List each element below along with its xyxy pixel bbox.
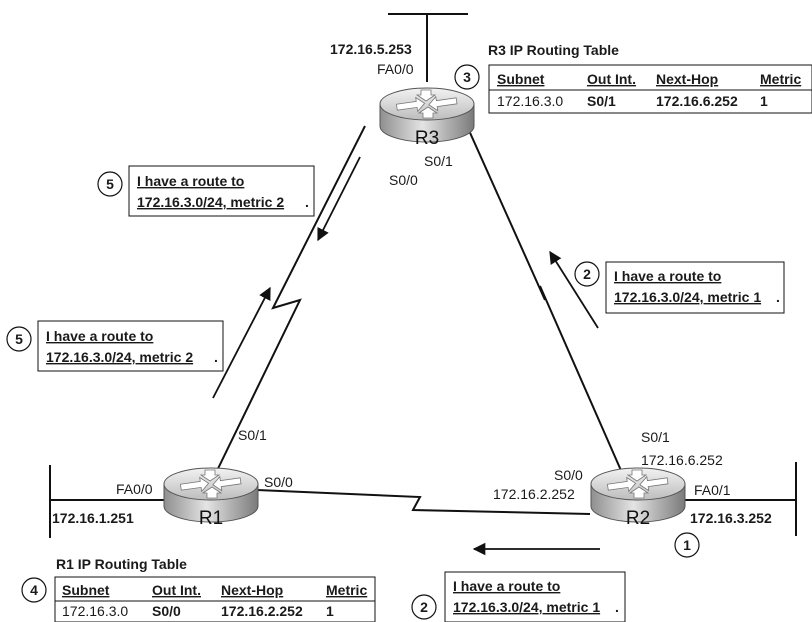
r3-serial-to-r2: S0/1	[424, 153, 453, 169]
router-r1-label: R1	[199, 508, 223, 529]
router-r1[interactable]: R1	[163, 467, 259, 529]
r3-col-next-hop: Next-Hop	[656, 71, 718, 87]
r3-cell-subnet: 172.16.3.0	[497, 93, 563, 109]
router-r2[interactable]: R2	[590, 467, 686, 529]
r3-lan-segment	[388, 13, 468, 82]
update-r2-to-r1-line1: I have a route to	[453, 578, 560, 594]
r1-col-next-hop: Next-Hop	[221, 582, 283, 598]
r1-table-title: R1 IP Routing Table	[56, 556, 187, 572]
update-r3-to-r1-line2: 172.16.3.0/24, metric 2	[137, 194, 284, 210]
serial-link-r3-r2	[466, 125, 624, 476]
r3-cell-out-int: S0/1	[587, 93, 616, 109]
update-r1-to-r3: 5 I have a route to 172.16.3.0/24, metri…	[6, 286, 271, 399]
r1-table-step-badge: 4	[21, 577, 47, 603]
r3-cell-next-hop: 172.16.6.252	[656, 93, 738, 109]
r3-col-out-int: Out Int.	[587, 71, 636, 87]
update-r2-to-r1: 2 I have a route to 172.16.3.0/24, metri…	[411, 542, 626, 622]
r2-lan-ip: 172.16.3.252	[690, 510, 772, 526]
svg-text:4: 4	[30, 582, 38, 598]
r1-lan-interface: FA0/0	[116, 481, 153, 497]
r3-col-subnet: Subnet	[497, 71, 545, 87]
r2-serial-to-r3: S0/1	[641, 429, 670, 445]
update-r3-to-r1-period: .	[305, 194, 309, 210]
svg-text:1: 1	[683, 537, 691, 553]
router-r3[interactable]: R3	[379, 87, 475, 149]
serial-link-r1-r3	[210, 125, 366, 484]
r2-serial-to-r1-ip: 172.16.2.252	[493, 486, 575, 502]
r3-col-metric: Metric	[760, 71, 801, 87]
r2-serial-to-r1: S0/0	[554, 467, 583, 483]
r3-table-step-badge: 3	[454, 64, 480, 90]
r3-routing-table: R3 IP Routing Table 3 Subnet Out Int. Ne…	[454, 42, 812, 114]
update-r2-to-r3-arrow	[549, 250, 599, 329]
r1-cell-metric: 1	[326, 603, 334, 619]
r2-lan-segment	[685, 462, 797, 536]
r1-cell-subnet: 172.16.3.0	[62, 603, 128, 619]
serial-link-r1-r2	[256, 489, 591, 515]
update-r1-to-r3-step: 5	[15, 331, 23, 347]
update-r2-to-r3: 2 I have a route to 172.16.3.0/24, metri…	[549, 250, 785, 329]
update-r3-to-r1-arrow	[317, 156, 361, 242]
r1-lan-segment	[49, 465, 165, 538]
r3-lan-interface: FA0/0	[377, 61, 414, 77]
update-r1-to-r3-line1: I have a route to	[46, 328, 153, 344]
r1-routing-table: R1 IP Routing Table 4 Subnet Out Int. Ne…	[21, 556, 376, 622]
r3-serial-to-r1: S0/0	[389, 172, 418, 188]
router-r3-label: R3	[415, 128, 439, 149]
r1-cell-out-int: S0/0	[152, 603, 181, 619]
update-r1-to-r3-arrow	[212, 286, 271, 399]
r2-lan-interface: FA0/1	[694, 482, 731, 498]
update-r2-to-r3-period: .	[776, 289, 780, 305]
r1-col-subnet: Subnet	[62, 582, 110, 598]
update-r3-to-r1-step: 5	[106, 176, 114, 192]
update-r3-to-r1: 5 I have a route to 172.16.3.0/24, metri…	[97, 156, 361, 242]
update-r1-to-r3-period: .	[214, 349, 218, 365]
update-r2-to-r3-line2: 172.16.3.0/24, metric 1	[614, 289, 761, 305]
update-r2-to-r1-period: .	[615, 599, 619, 615]
update-r2-to-r3-step: 2	[583, 266, 591, 282]
r3-table-title: R3 IP Routing Table	[488, 42, 619, 58]
r1-serial-to-r3: S0/1	[238, 427, 267, 443]
r1-cell-next-hop: 172.16.2.252	[221, 603, 303, 619]
r3-lan-ip: 172.16.5.253	[330, 41, 412, 57]
update-r1-to-r3-line2: 172.16.3.0/24, metric 2	[46, 349, 193, 365]
router-r2-label: R2	[626, 508, 650, 529]
r1-lan-ip: 172.16.1.251	[52, 510, 134, 526]
r2-serial-to-r3-ip: 172.16.6.252	[641, 452, 723, 468]
r1-col-metric: Metric	[326, 582, 367, 598]
r1-serial-to-r2: S0/0	[264, 474, 293, 490]
update-r2-to-r3-line1: I have a route to	[614, 268, 721, 284]
update-r2-to-r1-line2: 172.16.3.0/24, metric 1	[453, 599, 600, 615]
r3-cell-metric: 1	[760, 93, 768, 109]
update-r3-to-r1-line1: I have a route to	[137, 173, 244, 189]
update-r2-to-r1-step: 2	[420, 599, 428, 615]
svg-text:3: 3	[463, 69, 471, 85]
step-1-marker: 1	[674, 532, 700, 558]
r1-col-out-int: Out Int.	[152, 582, 201, 598]
